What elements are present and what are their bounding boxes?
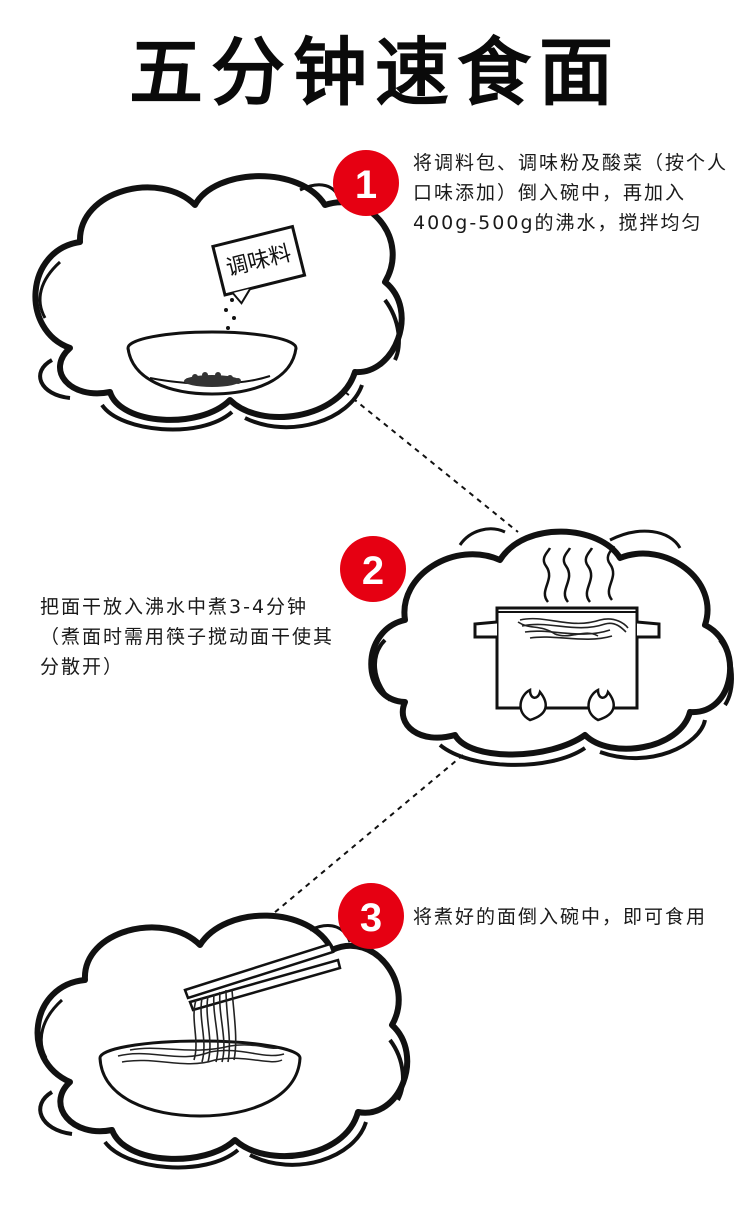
page-title: 五分钟速食面	[129, 30, 621, 116]
step-3-text: 将煮好的面倒入碗中，即可食用	[413, 906, 708, 928]
step-1-text: 将调料包、调味粉及酸菜（按个人口味添加）倒入碗中，再加入400g-500g的沸水…	[413, 152, 729, 234]
step-3-number: 3	[360, 896, 382, 940]
step-2-text: 把面干放入沸水中煮3-4分钟（煮面时需用筷子搅动面干使其分散开）	[40, 596, 335, 678]
step-1-number: 1	[355, 163, 377, 207]
pot-on-stove-icon	[473, 545, 661, 722]
step-2-number: 2	[362, 549, 384, 593]
dashed-connector-2-3	[267, 754, 464, 919]
chopsticks-noodles-bowl-icon	[98, 942, 342, 1118]
dashed-connector-1-2	[344, 391, 519, 533]
bowl-with-seasoning-icon: 调味料	[126, 224, 307, 396]
step-1-badge: 1	[333, 150, 399, 216]
cloud-1-icon	[32, 173, 405, 432]
step-2-badge: 2	[340, 536, 406, 602]
step-3-badge: 3	[338, 883, 404, 949]
